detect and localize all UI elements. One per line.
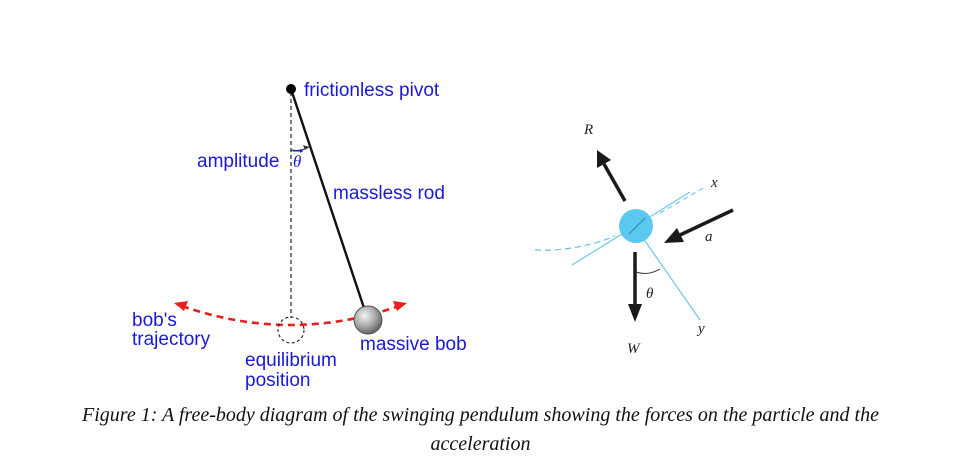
caption-line-2: acceleration: [430, 433, 531, 455]
r-force-arrow-shaft: [602, 163, 627, 202]
massless-rod: [289, 88, 369, 318]
r-force-arrowhead: [597, 150, 611, 168]
acceleration-label: a: [705, 229, 713, 245]
acceleration-arrowhead: [664, 228, 684, 243]
particle: [619, 209, 653, 243]
pivot-label: frictionless pivot: [304, 80, 440, 101]
y-axis-label: y: [696, 321, 705, 337]
figure-caption: Figure 1: A free-body diagram of the swi…: [0, 401, 961, 459]
equilibrium-position-circle: [277, 316, 305, 344]
trajectory-label-line1: bob's: [132, 310, 177, 331]
r-force-label: R: [583, 122, 593, 138]
theta-angle-label: θ: [646, 286, 654, 302]
y-axis-line: [635, 227, 701, 321]
caption-line-1: Figure 1: A free-body diagram of the swi…: [82, 404, 879, 426]
trajectory-label-line2: trajectory: [132, 329, 211, 350]
equilibrium-label-line1: equilibrium: [245, 350, 337, 371]
pendulum-diagram: frictionless pivot amplitude θ massless …: [132, 80, 467, 391]
amplitude-arc-arrowhead: [303, 145, 309, 150]
free-body-diagram: R x a θ W y: [534, 122, 734, 357]
weight-arrowhead: [628, 304, 642, 322]
rod-label: massless rod: [333, 183, 445, 204]
trajectory-right-arrowhead: [393, 301, 407, 311]
x-axis-dashed-extension: [659, 186, 706, 214]
massive-bob: [353, 305, 383, 335]
bob-label: massive bob: [360, 334, 467, 355]
theta-angle-arc: [635, 268, 661, 274]
equilibrium-label-line2: position: [245, 370, 311, 391]
theta-symbol: θ: [293, 152, 301, 171]
theta-vector-bar-head: [300, 149, 303, 153]
acceleration-arrow-shaft: [679, 208, 734, 237]
particle-rod-stub: [628, 217, 646, 235]
x-axis-label: x: [710, 175, 718, 191]
frictionless-pivot-dot: [286, 84, 296, 94]
trajectory-dashed-line: [534, 235, 616, 251]
trajectory-left-arrowhead: [174, 301, 188, 311]
weight-label: W: [627, 341, 641, 357]
amplitude-label: amplitude: [197, 151, 279, 172]
